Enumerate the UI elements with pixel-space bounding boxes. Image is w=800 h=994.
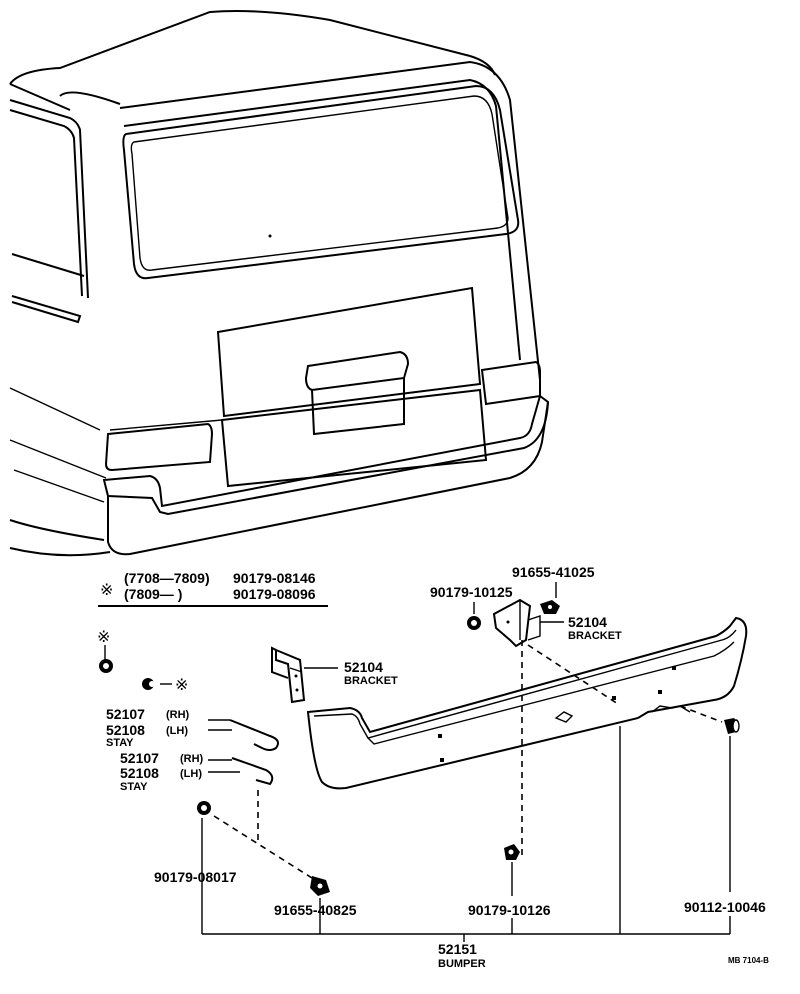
bolt-91655-40825-drawing	[310, 876, 330, 934]
stay-upper-drawing	[208, 719, 279, 751]
right-bracket-number: 52104	[568, 614, 607, 630]
left-bracket-name: BRACKET	[344, 675, 398, 687]
bolt-90112-10046-drawing	[724, 718, 740, 892]
bolt-91655-41025-drawing	[540, 600, 560, 614]
stay-upper-lh-tag: (LH)	[166, 725, 188, 737]
stay-upper-rh-tag: (RH)	[166, 709, 190, 721]
nut-90179-10125-drawing	[467, 616, 481, 630]
part-91655-41025: 91655-41025	[512, 564, 595, 580]
right-bracket-drawing	[492, 598, 619, 860]
part-91655-40825: 91655-40825	[274, 902, 357, 918]
stay-lower-rh-number: 52107	[120, 750, 159, 766]
legend-range-1: (7708—7809)	[124, 570, 210, 586]
part-90179-10126: 90179-10126	[468, 902, 551, 918]
legend-symbol: ※	[100, 580, 113, 599]
left-bracket-drawing	[271, 646, 338, 704]
stay-lower-drawing	[208, 757, 274, 840]
legend-range-2: (7809— )	[124, 586, 182, 602]
stay-lower-name: STAY	[120, 781, 148, 793]
legend-block: ※ (7708—7809) 90179-08146 (7809— ) 90179…	[98, 570, 328, 607]
left-nut-group: ※ ※	[97, 627, 188, 694]
legend-part-1: 90179-08146	[233, 570, 316, 586]
nut-icon	[99, 659, 113, 673]
right-bracket-name: BRACKET	[568, 630, 622, 642]
mid-mark-symbol: ※	[175, 675, 188, 694]
part-90179-08017: 90179-08017	[154, 869, 237, 885]
figure-code: MB 7104-B	[728, 956, 769, 965]
stay-upper-lh-number: 52108	[106, 722, 145, 738]
stay-upper-rh-number: 52107	[106, 706, 145, 722]
stay-lower-lh-tag: (LH)	[180, 768, 202, 780]
bumper-name: BUMPER	[438, 958, 486, 970]
stay-upper-name: STAY	[106, 737, 134, 749]
stay-lower-lh-number: 52108	[120, 765, 159, 781]
part-90179-10125: 90179-10125	[430, 584, 513, 600]
left-mark-symbol: ※	[97, 627, 110, 646]
bumper-drawing	[306, 616, 748, 790]
bumper-assembly-bracket	[202, 916, 731, 942]
nut-90179-08017-drawing	[197, 801, 313, 934]
bumper-number: 52151	[438, 941, 477, 957]
legend-part-2: 90179-08096	[233, 586, 316, 602]
nut-90179-10126-drawing	[504, 844, 520, 896]
nut-icon	[142, 678, 155, 690]
stay-lower-rh-tag: (RH)	[180, 753, 204, 765]
part-90112-10046: 90112-10046	[684, 899, 766, 915]
vehicle-rear-body	[9, 10, 550, 557]
left-bracket-number: 52104	[344, 659, 383, 675]
